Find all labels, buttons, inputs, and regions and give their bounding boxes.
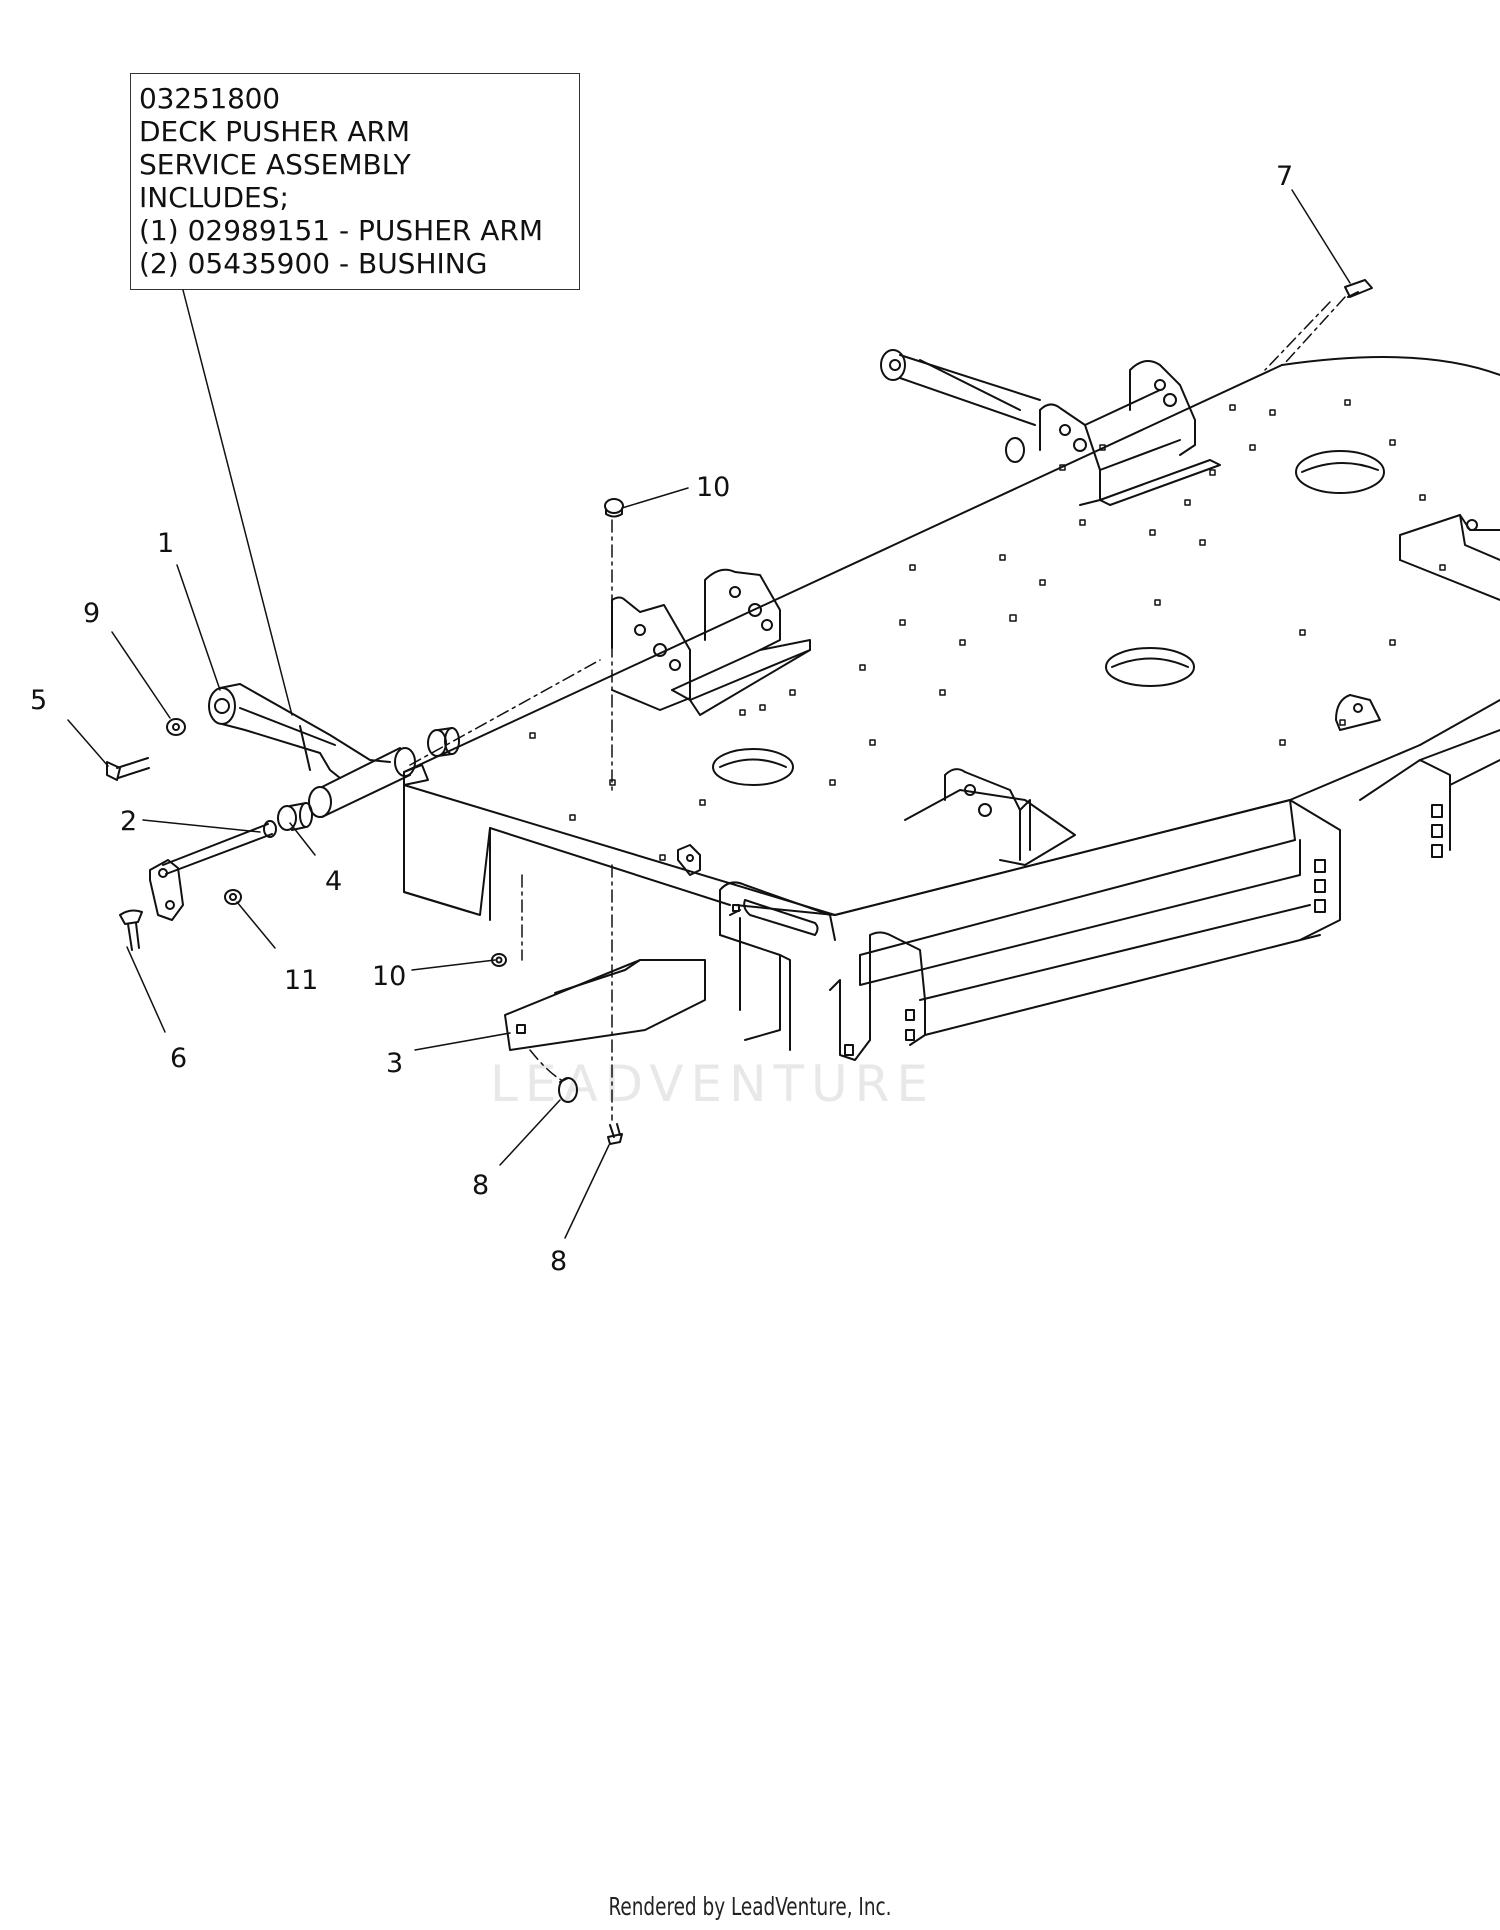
rear-left-brackets (611, 568, 811, 716)
label-11: 11 (284, 965, 319, 996)
part-10-nut-top (604, 498, 624, 518)
front-left-brackets (677, 844, 926, 1061)
label-4: 4 (325, 866, 343, 897)
label-10-lower: 10 (372, 961, 407, 992)
footer-credit: Rendered by LeadVenture, Inc. (608, 1892, 892, 1921)
part-8-pin-upper (558, 1077, 578, 1103)
label-8-upper: 8 (472, 1170, 490, 1201)
watermark-text: LEADVENTURE (490, 1055, 935, 1113)
spindle-covers (712, 450, 1385, 786)
label-3: 3 (386, 1048, 404, 1079)
label-9: 9 (83, 598, 101, 629)
rear-right-bracket (1039, 360, 1221, 506)
front-rails (834, 729, 1500, 1036)
part-6-bolt (119, 909, 143, 951)
part-3-deflector (504, 959, 706, 1051)
label-7: 7 (1276, 161, 1294, 192)
part-4-bushing (277, 802, 313, 831)
leader-lines (67, 189, 1351, 1239)
callout-line-3: INCLUDES; (139, 181, 289, 214)
callout-line-4: (1) 02989151 - PUSHER ARM (139, 214, 544, 247)
part-9-nut (166, 718, 186, 736)
assembly-center-lines (409, 296, 1346, 1121)
callout-line-5: (2) 05435900 - BUSHING (139, 247, 488, 280)
part-5-bolt (106, 757, 150, 781)
right-side-bracket (1399, 514, 1500, 601)
callout-part-number: 03251800 (139, 82, 280, 115)
callout-line-2: SERVICE ASSEMBLY (139, 148, 411, 181)
label-5: 5 (30, 685, 48, 716)
label-8-lower: 8 (550, 1246, 568, 1277)
deck-plate (403, 356, 1500, 1011)
part-11-nut (224, 889, 242, 905)
part-1-pusher-arm (208, 683, 416, 818)
label-10-top: 10 (696, 472, 731, 503)
label-2: 2 (120, 806, 138, 837)
center-deck-bracket (904, 694, 1381, 866)
part-7-bolt (1344, 279, 1373, 298)
part-8-pin-lower (607, 1123, 623, 1145)
loose-bushing (427, 727, 460, 757)
label-1: 1 (157, 528, 175, 559)
service-assembly-callout: 03251800 DECK PUSHER ARM SERVICE ASSEMBL… (130, 73, 580, 290)
callout-leader-line (182, 289, 293, 716)
deck-holes (529, 399, 1446, 861)
label-6: 6 (170, 1043, 188, 1074)
rear-lift-bar (880, 349, 1041, 463)
callout-line-1: DECK PUSHER ARM (139, 115, 411, 148)
part-2-pin (149, 820, 277, 921)
